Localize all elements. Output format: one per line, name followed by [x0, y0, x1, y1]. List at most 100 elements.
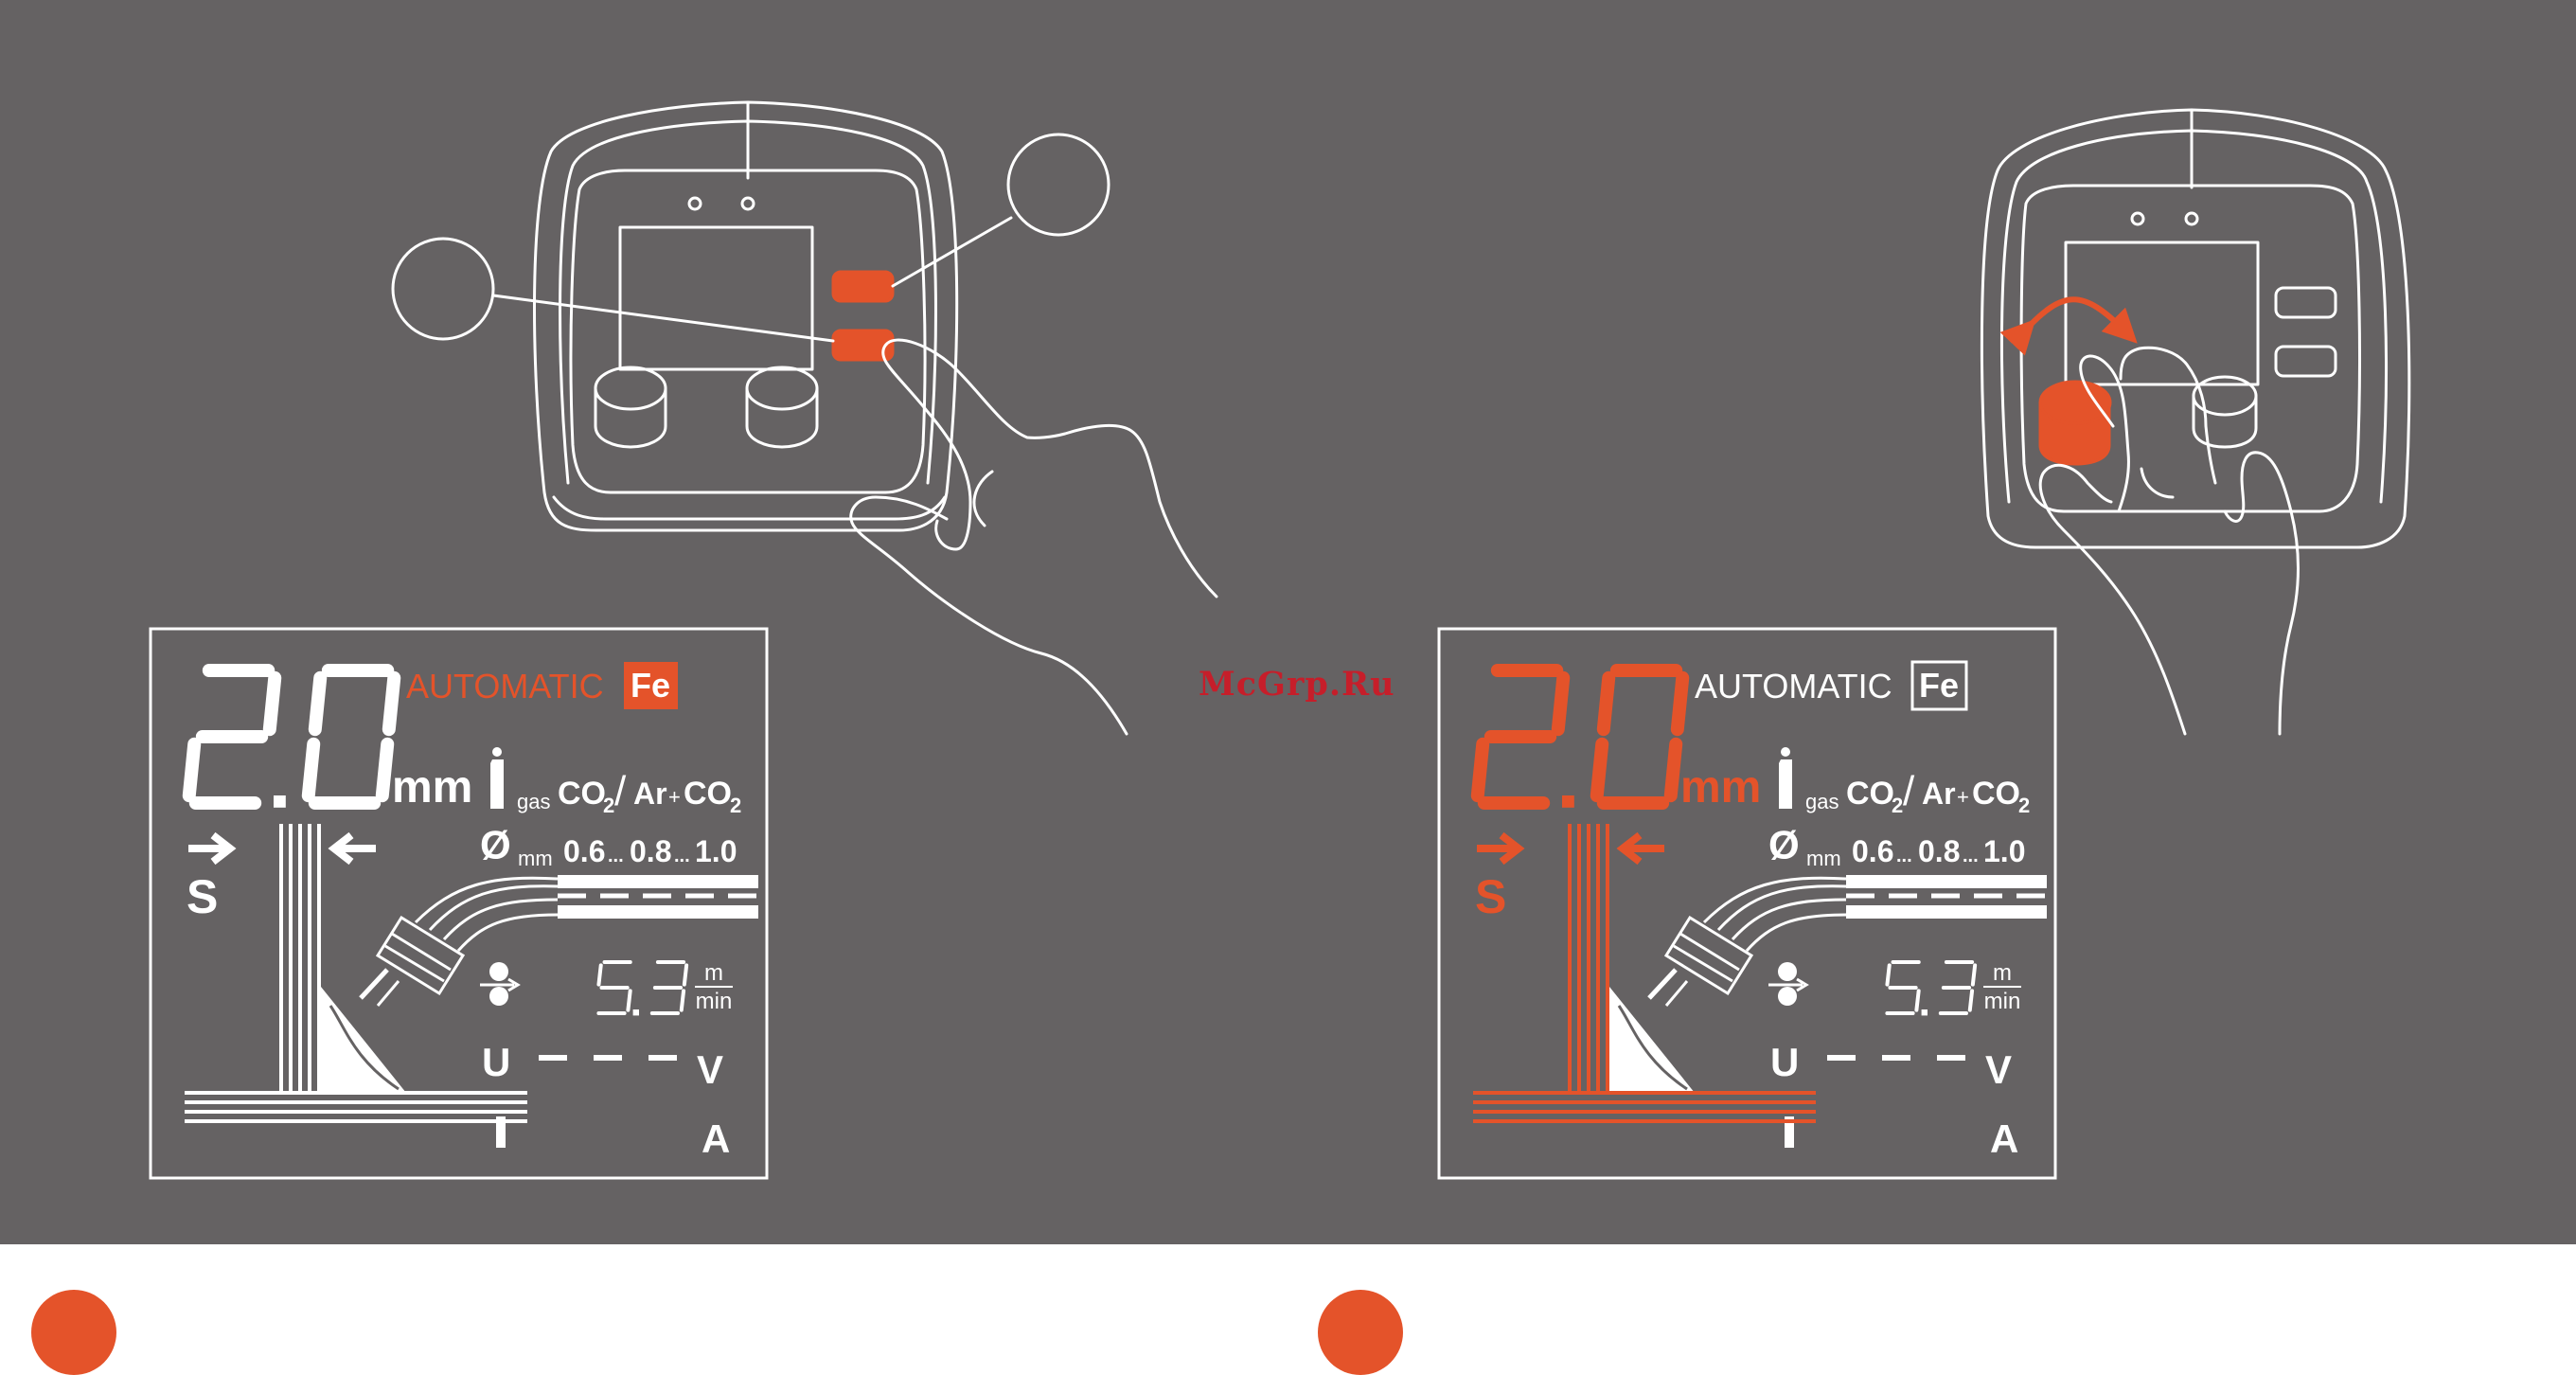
diameter-option: 0.6 — [563, 834, 605, 868]
material-label: Fe — [1919, 666, 1959, 705]
gas-co2: CO — [1846, 776, 1894, 812]
segment-c — [1970, 991, 1972, 1009]
torch-body — [378, 918, 463, 993]
thickness-arrow-right — [188, 835, 230, 862]
decimal-point — [633, 1009, 639, 1015]
diameter-symbol: Ø — [480, 823, 511, 867]
thickness-label: S — [1475, 870, 1506, 923]
wire-feeder-bar — [1846, 905, 2047, 919]
digit — [598, 962, 630, 1013]
segment-b — [1678, 678, 1682, 729]
wire-speed-unit-bottom: min — [696, 989, 733, 1014]
thickness-arrow-left — [334, 835, 376, 862]
segment-b — [1973, 965, 1975, 984]
segment-c — [1671, 744, 1676, 795]
voltage-label: U — [1770, 1040, 1799, 1084]
hose-line — [1747, 915, 1846, 951]
feed-roller-icon — [489, 962, 508, 981]
mode-label: AUTOMATIC — [1695, 667, 1892, 705]
material-label: Fe — [631, 666, 670, 705]
gas-plus: + — [1957, 785, 1969, 809]
big-value-display — [1478, 670, 1682, 808]
thickness-arrow-left — [1623, 835, 1664, 862]
torch-tip — [361, 970, 387, 998]
segment-f — [598, 965, 600, 984]
diameter-option: 1.0 — [695, 834, 737, 868]
gas-mix-co2-sub: 2 — [730, 794, 741, 817]
decimal-point — [1562, 795, 1574, 808]
mode-label: AUTOMATIC — [406, 667, 604, 705]
wire-speed-unit-top: m — [1993, 960, 2012, 986]
wire-speed-display — [598, 962, 686, 1015]
segment-c — [382, 744, 387, 795]
lcd-panel-right: mmAUTOMATICFegasCO2/Ar+CO2Ømm0.6...0.8..… — [1439, 629, 2055, 1178]
diameter-ellipsis: ... — [608, 846, 624, 866]
torch-tip — [378, 981, 399, 1006]
wire-feeder-bar — [558, 905, 758, 919]
segment-f — [1887, 965, 1889, 984]
diameter-option: 0.6 — [1852, 834, 1893, 868]
gas-mix-ar: Ar — [633, 777, 667, 811]
segment-e — [189, 744, 194, 795]
gas-label: gas — [517, 790, 550, 813]
segment-b — [1558, 678, 1563, 729]
feed-roller-icon — [1778, 962, 1797, 981]
gas-bottle-icon — [490, 759, 504, 809]
digit — [1597, 670, 1682, 803]
torch-tip — [1649, 970, 1676, 998]
segment-c — [682, 991, 684, 1009]
voltage-unit: V — [1985, 1047, 2012, 1092]
digit — [309, 670, 394, 803]
digit — [652, 962, 686, 1013]
gas-mix-co2-sub: 2 — [2018, 794, 2030, 817]
segment-b — [270, 678, 275, 729]
weld-bead — [321, 987, 406, 1093]
gas-mix-ar: Ar — [1922, 777, 1956, 811]
gas-mix-co2: CO — [1972, 776, 2020, 812]
torch-tip — [1666, 981, 1687, 1006]
gas-separator: / — [1903, 768, 1915, 814]
diameter-ellipsis: ... — [674, 846, 690, 866]
diameter-symbol: Ø — [1768, 823, 1800, 867]
diameter-unit: mm — [518, 847, 553, 870]
gas-separator: / — [614, 768, 627, 814]
diameter-ellipsis: ... — [1896, 846, 1912, 866]
wire-feeder-bar — [558, 875, 758, 888]
digit — [1887, 962, 1918, 1013]
lcd-frame — [151, 629, 767, 1178]
torch-body — [1666, 918, 1751, 993]
segment-c — [1916, 991, 1918, 1009]
voltage-unit: V — [697, 1047, 723, 1092]
gas-co2-sub: 2 — [1892, 794, 1903, 817]
wire-feeder-bar — [1846, 875, 2047, 888]
hose-line — [458, 915, 558, 951]
diameter-option: 0.8 — [630, 834, 671, 868]
digit — [189, 670, 275, 803]
segment-c — [628, 991, 630, 1009]
segment-f — [1604, 678, 1608, 729]
diameter-unit: mm — [1806, 847, 1841, 870]
feed-roller-icon — [489, 987, 508, 1006]
decimal-point — [1922, 1009, 1928, 1015]
segment-f — [315, 678, 320, 729]
weld-bead — [1609, 987, 1695, 1093]
digit — [1941, 962, 1975, 1013]
segment-b — [389, 678, 394, 729]
lcd-frame — [1439, 629, 2055, 1178]
diameter-ellipsis: ... — [1963, 846, 1979, 866]
watermark: McGrp.Ru — [1199, 665, 1395, 704]
gas-co2: CO — [558, 776, 606, 812]
decimal-point — [274, 795, 286, 808]
big-unit: mm — [392, 762, 472, 812]
step-bullet-2 — [1318, 1290, 1403, 1375]
gas-bottle-cap — [1781, 747, 1790, 757]
diameter-option: 0.8 — [1918, 834, 1960, 868]
gas-plus: + — [668, 785, 681, 809]
wire-speed-unit-top: m — [704, 960, 723, 986]
wire-speed-display — [1887, 962, 1975, 1015]
current-unit: A — [702, 1116, 730, 1161]
gas-bottle-icon — [1779, 759, 1792, 809]
big-unit: mm — [1680, 762, 1761, 812]
